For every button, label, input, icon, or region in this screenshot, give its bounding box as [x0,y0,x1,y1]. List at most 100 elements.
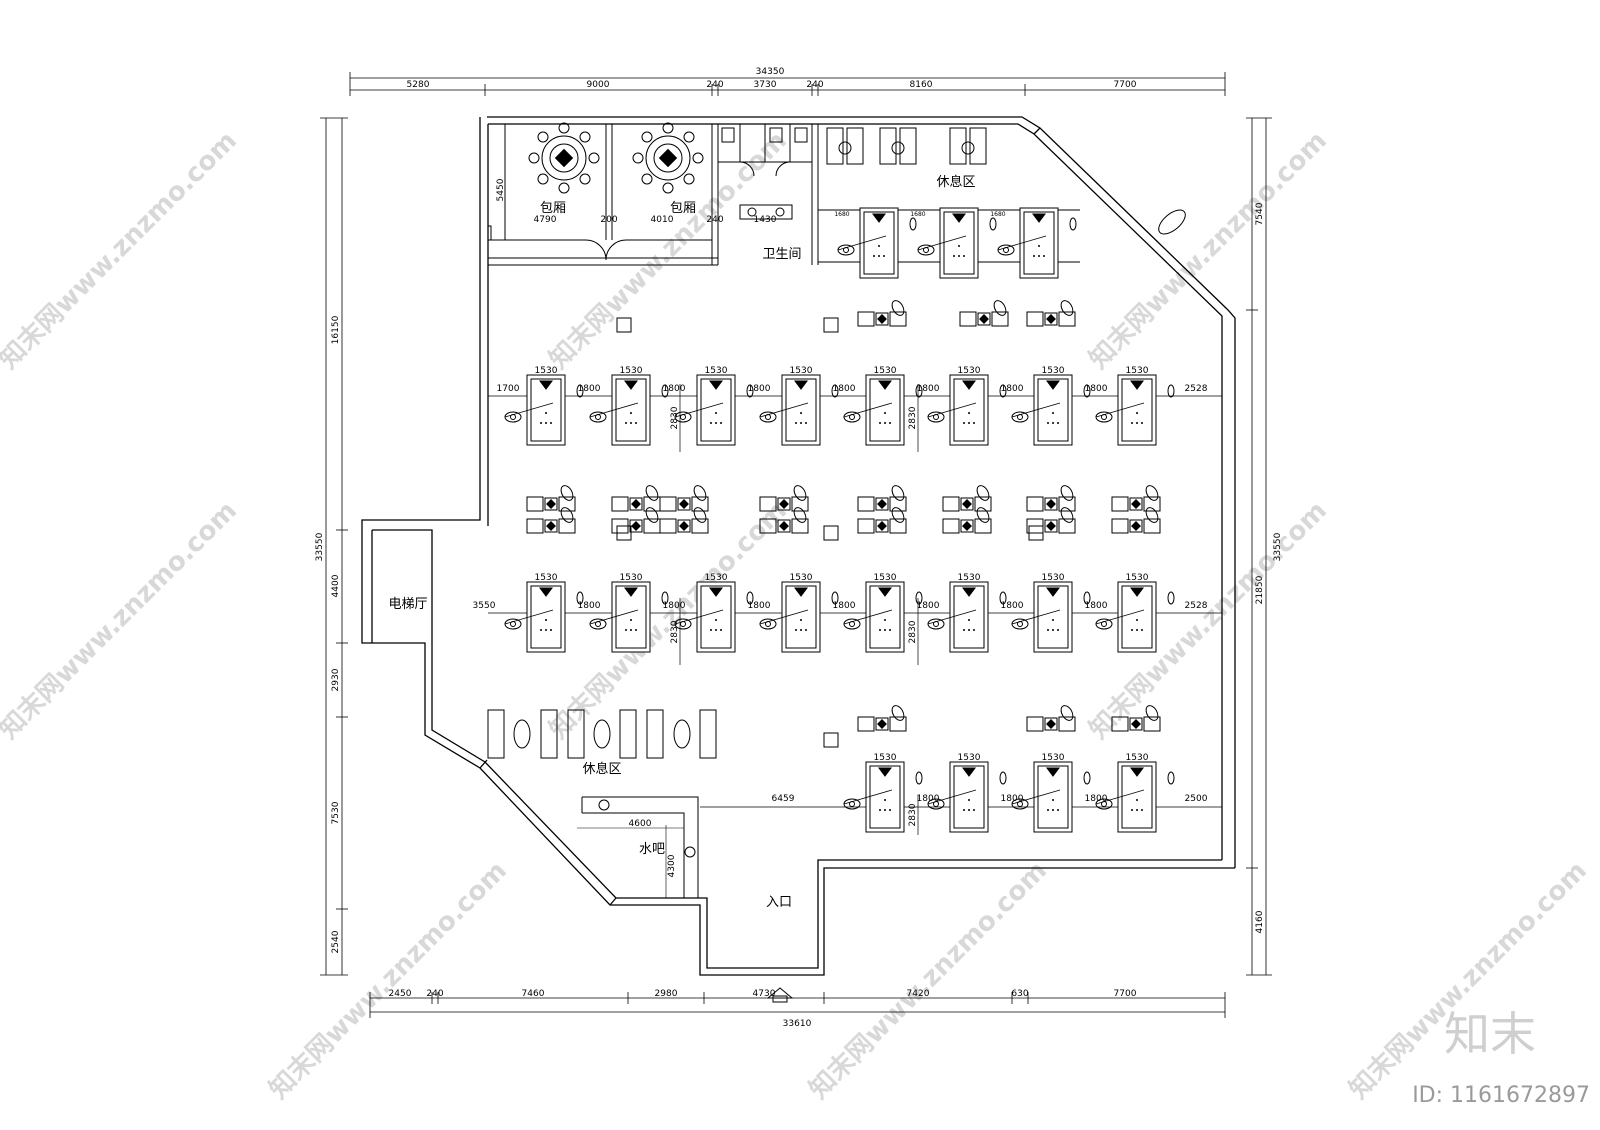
dim-row-first: 3550 [473,601,496,611]
player-icon [927,618,945,630]
billiard-table: 1530 [1095,366,1175,446]
dim-bottom: 2450 [389,989,412,999]
player-icon [504,618,522,630]
label-private-room: 包厢 [670,201,696,216]
dim-table-width: 1530 [958,573,981,583]
player-icon [843,798,861,810]
dim-bottom-total: 33610 [783,1019,812,1029]
watermark-text: 知末网www.znzmo.com [1344,856,1593,1105]
player-icon [927,411,945,423]
dim-table-width: 1530 [874,573,897,583]
billiard-table: 1530 [674,366,754,446]
player-icon [674,411,692,423]
dim-table-width: 1530 [1126,366,1149,376]
player-icon [1095,411,1113,423]
room-dimensions: 5450 4790 200 4010 240 1430 [496,178,777,225]
dim-top: 3730 [754,80,777,90]
sofa-set [611,485,661,512]
label-elevator-hall: 电梯厅 [388,597,427,612]
dim-lounge: 1680 [910,211,925,218]
partitions [487,124,1186,266]
dim-table-width: 1530 [705,573,728,583]
dim-row-first: 6459 [772,794,795,804]
cue-rack-icon [576,591,584,605]
sofa-set [1026,507,1076,534]
billiard-table: 1530 [1095,573,1175,653]
dim-row-height: 2830 [670,406,680,429]
brand-logo-text: 知末 [1444,1007,1536,1061]
dim-row-tail: 2500 [1185,794,1208,804]
dim-row-tail: 2528 [1185,601,1208,611]
cue-rack-icon [915,384,923,398]
dim-table-width: 1530 [620,366,643,376]
label-lounge: 休息区 [582,761,621,777]
dim-table-width: 1530 [705,366,728,376]
lounge-seat [826,127,864,165]
watermark-text: 知末网www.znzmo.com [804,856,1053,1105]
round-table [632,122,704,194]
dim-gap: 1800 [917,794,940,804]
cue-rack-icon [661,591,669,605]
dim-left: 33550 [315,532,325,561]
sofa-set [1111,507,1161,534]
cue-rack-icon [999,384,1007,398]
dim-gap: 1800 [663,601,686,611]
player-icon [927,798,945,810]
cue-rack-icon [1167,771,1175,785]
billiard-table: 1530 [927,573,1007,653]
sofa-set [857,507,907,534]
dim-row-tail: 2528 [1185,384,1208,394]
billiard-table: 1530 [589,573,669,653]
player-icon [917,244,935,256]
dim-gap: 1800 [833,384,856,394]
cue-rack-icon [576,384,584,398]
cue-rack-icon [1083,771,1091,785]
sofa-sets [526,127,1161,732]
dim-table-width: 1530 [790,366,813,376]
dim-bottom: 2980 [655,989,678,999]
sofa-set [1111,705,1161,732]
label-water-bar: 水吧 [639,842,665,857]
player-icon [1095,618,1113,630]
cue-rack-icon [746,384,754,398]
billiard-table: 1530 [843,366,923,446]
room-labels: 包厢 包厢 卫生间 休息区 电梯厅 休息区 水吧 入口 [388,174,975,910]
label-restroom: 卫生间 [762,247,801,262]
dim-room: 5450 [496,178,506,201]
image-id: ID: 1161672897 [1412,1083,1590,1108]
water-bar [577,796,699,898]
player-icon [1011,618,1029,630]
billiard-table: 1530 [674,573,754,653]
dim-row-first: 1700 [497,384,520,394]
watermark-text: 知末网www.znzmo.com [1084,126,1333,375]
label-entrance: 入口 [766,895,792,910]
sofa-set [1026,485,1076,512]
dim-right: 4160 [1255,910,1265,933]
dim-table-width: 1530 [790,573,813,583]
billiard-table: 1530 [759,573,839,653]
dim-table-width: 1530 [958,366,981,376]
cue-rack-icon [915,771,923,785]
dim-table-width: 1530 [958,753,981,763]
billiard-table: 1530 [589,366,669,446]
player-icon [589,618,607,630]
sofa-set [959,300,1009,327]
water-bar-dimensions: 4600 4300 [629,819,677,877]
dim-top: 8160 [910,80,933,90]
player-icon [1011,411,1029,423]
dimension-labels: 34350 5280 9000 240 3730 240 8160 7700 2… [315,67,1283,1029]
dim-table-width: 1530 [535,573,558,583]
billiard-table: 1530 [927,366,1007,446]
player-icon [837,244,855,256]
dim-top: 5280 [407,80,430,90]
dim-right: 7540 [1255,202,1265,225]
player-icon [504,411,522,423]
sofa-set [857,485,907,512]
billiard-tables: 1530180015301800153018001530180015301800… [504,207,1175,833]
dim-table-width: 1530 [874,366,897,376]
dim-table-width: 1530 [1042,366,1065,376]
dim-bottom: 240 [426,989,443,999]
dim-row-height: 2830 [908,620,918,643]
billiard-table [837,207,917,279]
